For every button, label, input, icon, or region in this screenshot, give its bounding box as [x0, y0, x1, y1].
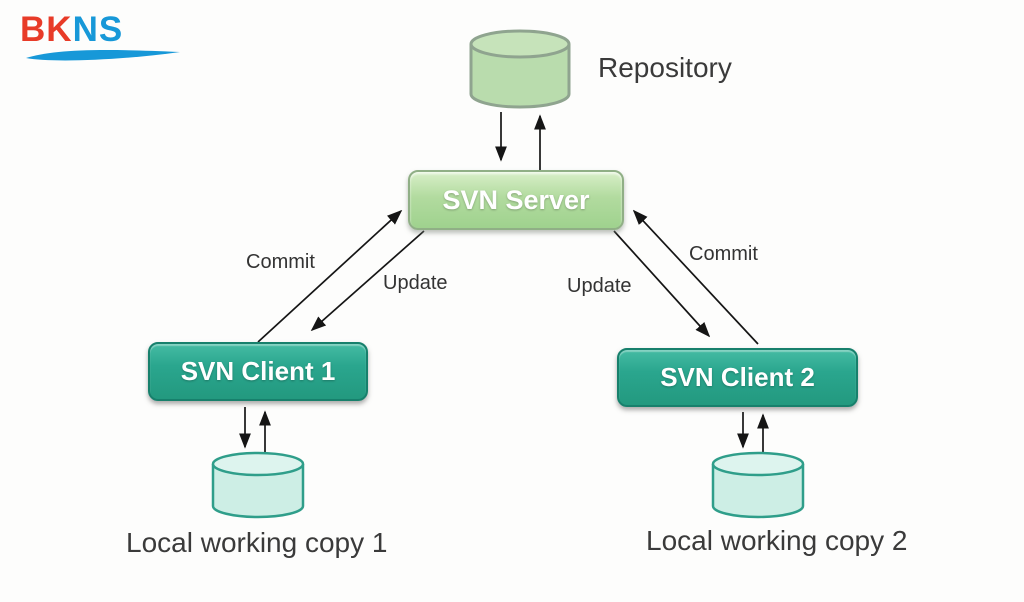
- bkns-logo-text: BKNS: [20, 12, 190, 47]
- update-right-label: Update: [567, 275, 632, 297]
- logo-swoosh-icon: [26, 50, 180, 61]
- local-working-copy-2-cylinder: [711, 451, 805, 519]
- arrow-commit-right: [632, 209, 759, 345]
- repository-cylinder: [469, 29, 571, 109]
- local-working-copy-2-label: Local working copy 2: [646, 525, 908, 556]
- arrow-update-left: [310, 230, 425, 332]
- bkns-logo: BKNS: [20, 12, 190, 64]
- svn-client-1-node: SVN Client 1: [148, 342, 368, 401]
- commit-right-label: Commit: [689, 243, 758, 265]
- local-working-copy-1-label: Local working copy 1: [126, 527, 388, 558]
- arrow-commit-left: [257, 209, 403, 343]
- commit-left-label: Commit: [246, 251, 315, 273]
- update-left-label: Update: [383, 272, 448, 294]
- repository-label: Repository: [598, 52, 732, 83]
- arrow-update-right: [613, 230, 711, 338]
- logo-ns-text: NS: [72, 10, 124, 49]
- local-working-copy-1-cylinder: [211, 451, 305, 519]
- svn-server-node: SVN Server: [408, 170, 624, 230]
- svn-client-2-node: SVN Client 2: [617, 348, 858, 407]
- logo-bk-text: BK: [20, 10, 73, 49]
